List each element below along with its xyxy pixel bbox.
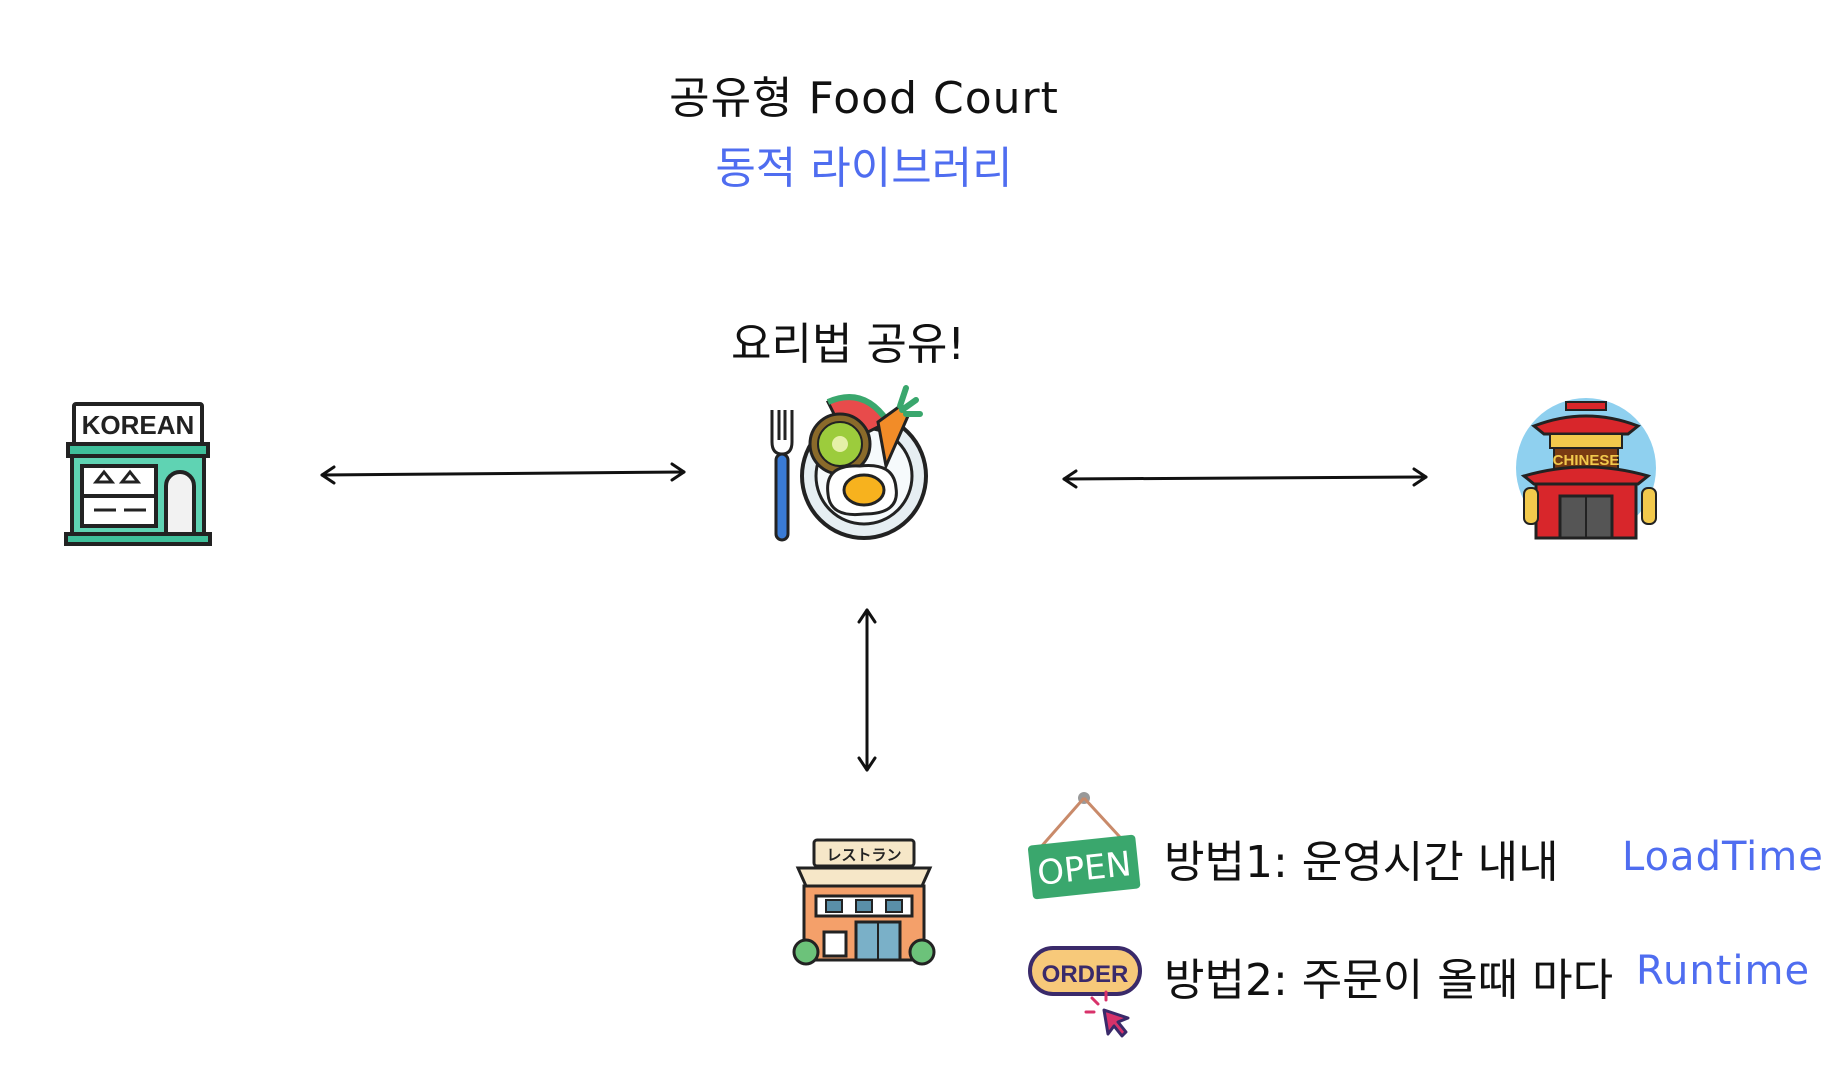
method-1-mode: LoadTime — [1622, 834, 1824, 880]
order-badge-text: ORDER — [1042, 961, 1129, 988]
japanese-sign-text: レストラン — [826, 846, 901, 864]
japanese-store-icon: レストラン — [792, 838, 936, 966]
arrow-center-chinese — [1062, 475, 1428, 481]
chinese-store-icon: CHINESE — [1516, 398, 1657, 540]
cursor-icon — [1084, 990, 1130, 1038]
method-1-label: 방법1: 운영시간 내내 — [1164, 837, 1559, 888]
korean-store-icon: KOREAN — [64, 402, 212, 546]
diagram-subtitle: 동적 라이브러리 — [715, 143, 1013, 194]
method-2-mode: Runtime — [1636, 948, 1811, 994]
open-sign-icon: OPEN — [1027, 792, 1141, 900]
food-plate-icon — [770, 385, 928, 542]
recipe-share-label: 요리법 공유! — [730, 319, 966, 370]
diagram-title: 공유형 Food Court — [669, 73, 1059, 124]
method-2-label: 방법2: 주문이 올때 마다 — [1164, 955, 1614, 1006]
open-sign-text: OPEN — [1035, 844, 1133, 894]
chinese-sign-text: CHINESE — [1553, 452, 1620, 469]
arrow-korean-center — [320, 470, 686, 477]
order-button-icon: ORDER — [1028, 946, 1142, 1038]
korean-sign-text: KOREAN — [82, 410, 195, 440]
